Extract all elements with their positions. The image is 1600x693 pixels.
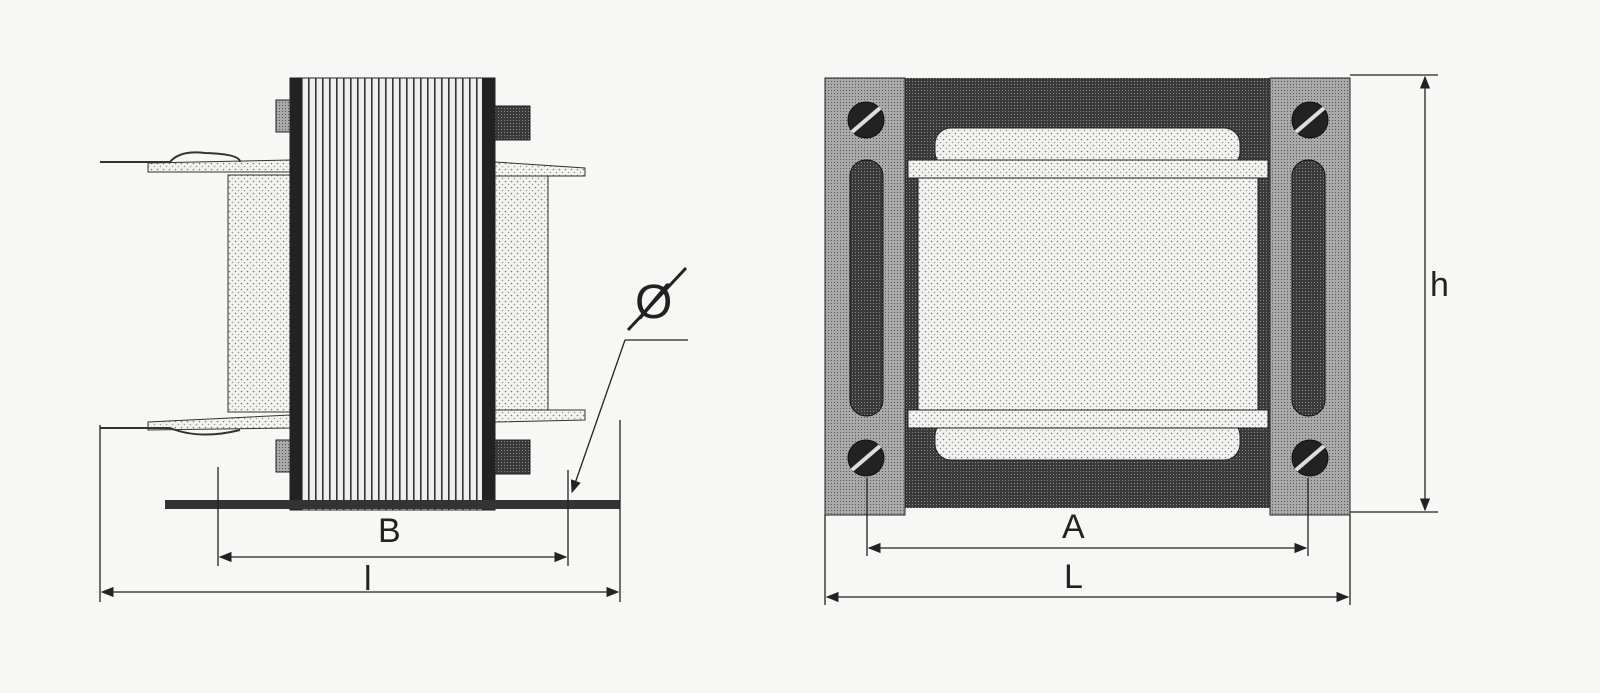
label-diameter: Ø xyxy=(635,276,672,329)
label-l: l xyxy=(364,560,372,598)
bolt-bottom-right xyxy=(494,439,531,475)
label-a: A xyxy=(1062,508,1085,546)
coil-body xyxy=(917,177,1259,411)
front-dimensions xyxy=(824,74,1438,605)
wire-bottom xyxy=(100,427,241,436)
bolt-top-right xyxy=(494,105,531,141)
front-view xyxy=(824,77,1351,516)
side-view xyxy=(100,77,620,511)
screw-icons xyxy=(847,101,1329,477)
slot-right xyxy=(1291,159,1326,417)
bolt-head-bottom-left xyxy=(275,439,291,473)
flange-top-right xyxy=(494,161,586,177)
flange-bottom-right xyxy=(494,409,586,423)
wire-top xyxy=(100,151,241,163)
slot-left xyxy=(849,159,884,417)
core-side-right xyxy=(482,78,495,510)
coil-right xyxy=(494,174,549,413)
side-dimensions xyxy=(99,266,688,602)
label-L: L xyxy=(1064,558,1083,596)
bobbin-flange-top xyxy=(907,159,1269,179)
label-h: h xyxy=(1430,266,1449,304)
core-laminations xyxy=(289,77,496,511)
diameter-slash xyxy=(626,266,688,332)
label-b: B xyxy=(378,512,401,550)
core-side-left xyxy=(290,78,302,510)
coil-left xyxy=(227,174,291,413)
base-plate xyxy=(165,500,620,509)
bolt-head-top-left xyxy=(275,99,291,133)
bobbin-flange-bottom xyxy=(907,409,1269,429)
